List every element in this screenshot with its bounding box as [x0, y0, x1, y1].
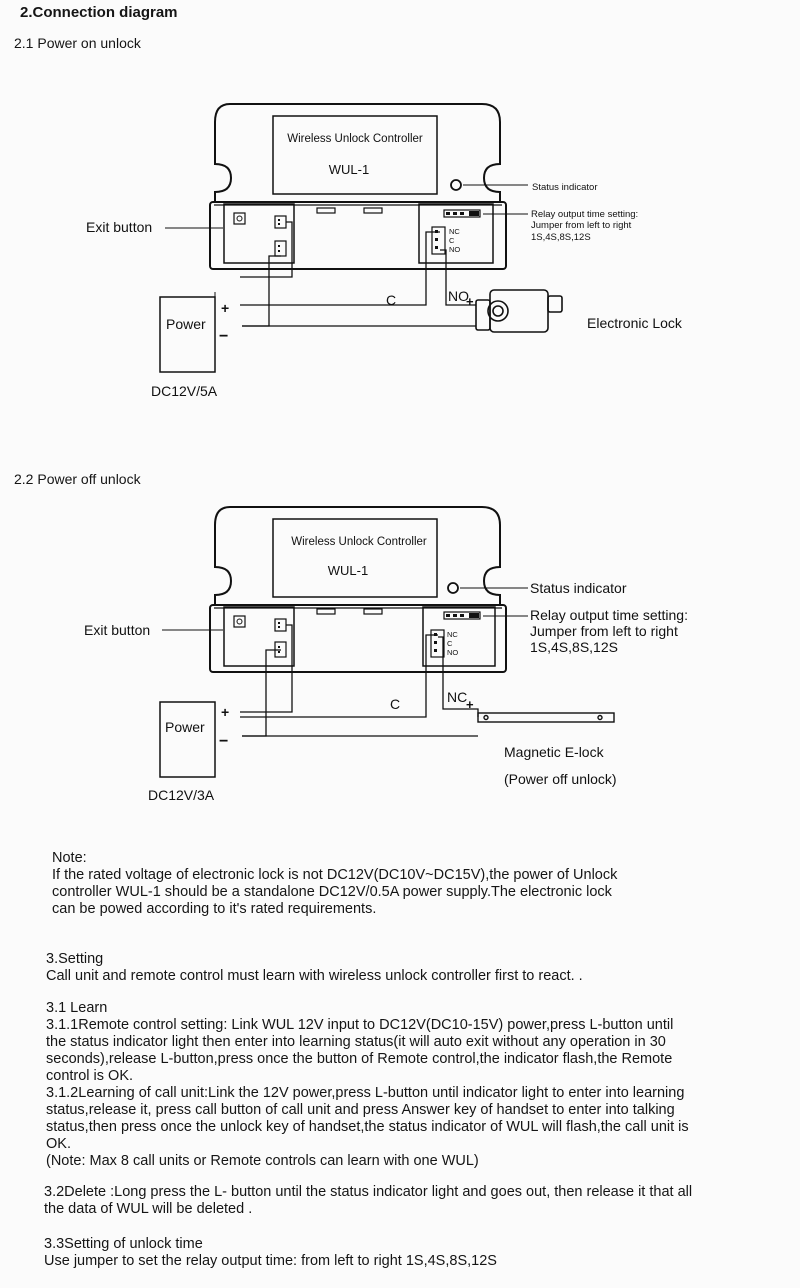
- learn-line: the status indicator light then enter in…: [46, 1034, 666, 1050]
- exit-button-terminal-block: [223, 606, 295, 667]
- exit-wire-1: [240, 221, 293, 278]
- controller-housing: [214, 103, 501, 203]
- note-line: controller WUL-1 should be a standalone …: [52, 884, 612, 900]
- setting-heading: 3.Setting: [46, 951, 104, 967]
- learn-line: (Note: Max 8 call units or Remote contro…: [46, 1153, 479, 1169]
- c-wire-label: C: [386, 292, 396, 308]
- exit-wire-2: [242, 649, 281, 737]
- contact-sign: +: [466, 294, 474, 309]
- delete-section: 3.2Delete :Long press the L- button unti…: [44, 1184, 692, 1218]
- relay-setting-line-3: 1S,4S,8S,12S: [530, 639, 618, 655]
- controller-lower-body: [209, 201, 507, 270]
- magnetic-lock-icon: [477, 712, 615, 723]
- contact-label: NC: [447, 689, 467, 705]
- power-off-unlock-diagram: Wireless Unlock Controller WUL-1 Status …: [84, 506, 688, 803]
- unlock-time-text: Use jumper to set the relay output time:…: [44, 1253, 497, 1269]
- power-on-unlock-diagram: Wireless Unlock Controller WUL-1 Status …: [86, 103, 683, 399]
- terminal-no: NO: [449, 245, 460, 254]
- c-wire: [240, 634, 438, 718]
- no-wire: [440, 249, 476, 306]
- status-led-icon: [447, 582, 459, 594]
- delete-line: the data of WUL will be deleted .: [44, 1201, 253, 1217]
- learn-line: seconds),release L-button,press once the…: [46, 1051, 673, 1067]
- diagram-2-subtitle: 2.2 Power off unlock: [14, 471, 141, 487]
- terminal-c: C: [449, 236, 455, 245]
- jumper-block: [443, 209, 481, 218]
- controller-title: Wireless Unlock Controller: [291, 536, 427, 548]
- controller-model: WUL-1: [328, 563, 368, 578]
- note-line: If the rated voltage of electronic lock …: [52, 867, 618, 883]
- controller-lower-body: [209, 604, 507, 673]
- controller-label-panel: [272, 518, 438, 598]
- controller-title: Wireless Unlock Controller: [287, 133, 423, 145]
- delete-line: 3.2Delete :Long press the L- button unti…: [44, 1184, 693, 1200]
- learn-line: OK.: [46, 1136, 71, 1152]
- minus-sign: −: [219, 328, 228, 345]
- power-label: Power: [166, 316, 206, 332]
- exit-button-label: Exit button: [86, 219, 152, 235]
- relay-terminal-block: [422, 606, 496, 667]
- status-indicator-label: Status indicator: [530, 580, 627, 596]
- learn-line: status,release it, press call button of …: [46, 1102, 675, 1118]
- status-led-icon: [450, 179, 462, 191]
- relay-setting-line-2: Jumper from left to right: [531, 220, 632, 231]
- plus-sign: +: [221, 300, 229, 316]
- contact-label: NO: [448, 288, 469, 304]
- note-block: Note: If the rated voltage of electronic…: [52, 850, 617, 918]
- learn-line: control is OK.: [46, 1068, 134, 1084]
- relay-setting-line-3: 1S,4S,8S,12S: [531, 232, 591, 243]
- terminal-nc: NC: [449, 227, 460, 236]
- power-supply-box: [159, 296, 216, 373]
- terminal-c: C: [447, 639, 453, 648]
- controller-label-panel: [272, 115, 438, 195]
- controller-model: WUL-1: [329, 162, 369, 177]
- setting-text: Call unit and remote control must learn …: [46, 968, 583, 984]
- jumper-block: [443, 611, 481, 620]
- unlock-time-section: 3.3Setting of unlock time Use jumper to …: [44, 1236, 497, 1270]
- exit-button-terminal-block: [223, 203, 295, 264]
- unlock-time-heading: 3.3Setting of unlock time: [44, 1236, 203, 1252]
- relay-terminal-block: [418, 203, 494, 264]
- exit-wire-2: [242, 255, 281, 327]
- note-heading: Note:: [52, 850, 87, 866]
- setting-section: 3.Setting Call unit and remote control m…: [46, 951, 583, 985]
- contact-sign: +: [466, 697, 474, 712]
- plus-sign: +: [221, 704, 229, 720]
- learn-section: 3.1 Learn 3.1.1Remote control setting: L…: [46, 1000, 689, 1170]
- electronic-lock-icon: [475, 289, 563, 333]
- note-line: can be powed according to it's rated req…: [52, 901, 377, 917]
- terminal-nc: NC: [447, 630, 458, 639]
- lock-sublabel: (Power off unlock): [504, 771, 617, 787]
- relay-setting-line-1: Relay output time setting:: [531, 209, 638, 220]
- c-wire-label: C: [390, 696, 400, 712]
- c-wire: [240, 231, 440, 306]
- supply-label: DC12V/5A: [151, 383, 218, 399]
- relay-setting-line-2: Jumper from left to right: [530, 623, 678, 639]
- terminal-no: NO: [447, 648, 458, 657]
- section-title: 2.Connection diagram: [20, 4, 178, 21]
- relay-terminals: [431, 226, 446, 255]
- status-indicator-label: Status indicator: [532, 182, 597, 193]
- minus-sign: −: [219, 733, 228, 750]
- relay-terminals: [430, 629, 445, 658]
- power-supply-box: [159, 701, 216, 778]
- lock-label: Electronic Lock: [587, 315, 683, 331]
- learn-line: 3.1.2Learning of call unit:Link the 12V …: [46, 1085, 685, 1101]
- learn-line: 3.1.1Remote control setting: Link WUL 12…: [46, 1017, 674, 1033]
- lock-label: Magnetic E-lock: [504, 744, 605, 760]
- supply-label: DC12V/3A: [148, 787, 215, 803]
- nc-wire: [438, 636, 479, 717]
- diagram-1-subtitle: 2.1 Power on unlock: [14, 35, 141, 51]
- relay-setting-line-1: Relay output time setting:: [530, 607, 688, 623]
- learn-heading: 3.1 Learn: [46, 1000, 108, 1016]
- learn-line: status,then press once the unlock key of…: [46, 1119, 689, 1135]
- exit-button-label: Exit button: [84, 622, 150, 638]
- power-label: Power: [165, 719, 205, 735]
